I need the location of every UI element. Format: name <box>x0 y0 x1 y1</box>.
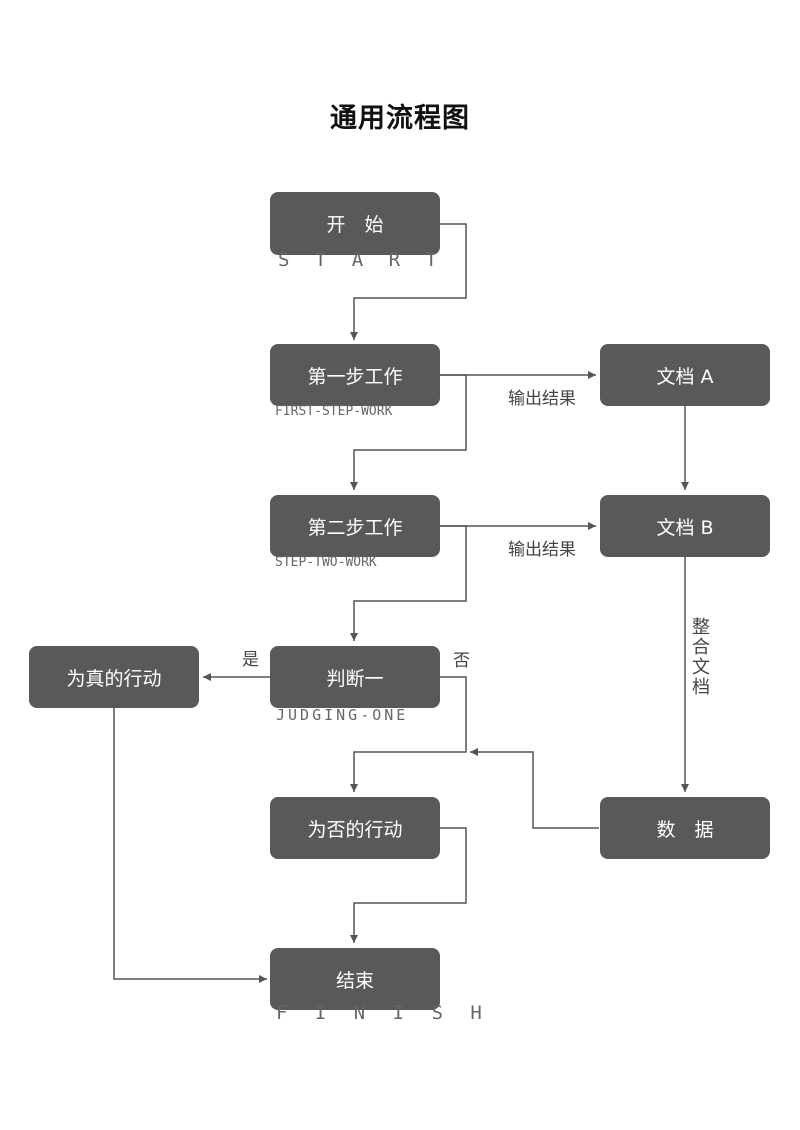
judge-node: 判断一 <box>270 646 440 708</box>
edge-data-merge <box>470 748 599 829</box>
edge-judge-false <box>350 676 467 792</box>
yes-label: 是 <box>242 650 259 670</box>
step2-node-subtitle: STEP-TWO-WORK <box>275 555 377 570</box>
edge-false-finish <box>350 827 467 943</box>
data-node: 数 据 <box>600 797 770 859</box>
finish-node: 结束 <box>270 948 440 1010</box>
edge-start-step1 <box>350 223 467 340</box>
output-result-label-2: 输出结果 <box>508 540 576 560</box>
step1-node: 第一步工作 <box>270 344 440 406</box>
start-node: 开 始 <box>270 192 440 255</box>
doc-b-node: 文档 B <box>600 495 770 557</box>
judge-node-subtitle: JUDGING-ONE <box>276 706 409 724</box>
true-action-node: 为真的行动 <box>29 646 199 708</box>
step2-node: 第二步工作 <box>270 495 440 557</box>
doc-a-node: 文档 A <box>600 344 770 406</box>
merge-docs-label: 整合文档 <box>689 617 710 697</box>
false-action-node: 为否的行动 <box>270 797 440 859</box>
page-title: 通用流程图 <box>330 103 470 134</box>
edge-true-finish <box>113 708 267 983</box>
step1-node-subtitle: FIRST-STEP-WORK <box>275 404 393 419</box>
output-result-label-1: 输出结果 <box>508 389 576 409</box>
no-label: 否 <box>453 651 470 671</box>
finish-node-subtitle: F I N I S H <box>276 1002 490 1024</box>
start-node-subtitle: S T A R T <box>278 249 444 271</box>
